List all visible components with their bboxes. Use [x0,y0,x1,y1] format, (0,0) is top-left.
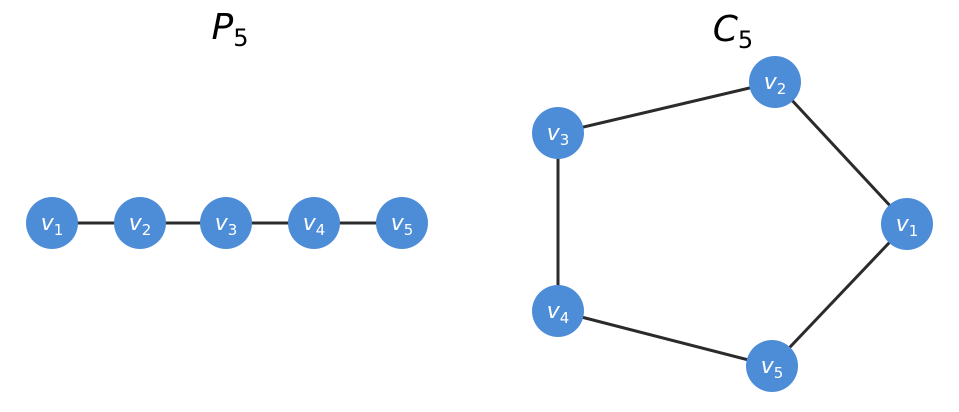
graph-title-base: P [212,7,234,48]
node-circle-v1 [881,198,933,250]
node-v3: v3 [532,107,584,159]
graph-title-C5: C5 [713,9,753,54]
node-v5: v5 [746,340,798,392]
node-label-base: v [129,211,143,236]
graph-title-subscript: 5 [233,24,248,52]
node-v1: v1 [26,197,78,249]
node-label-subscript: 1 [909,222,919,240]
node-label-v1: v1 [41,211,64,239]
node-label-base: v [547,299,561,324]
node-label-v1: v1 [896,212,919,240]
graph-title-base: C [713,9,739,50]
node-circle-v1 [26,197,78,249]
node-label-v4: v4 [303,211,326,239]
edge-v2-v3 [556,80,777,135]
node-label-v2: v2 [764,70,787,98]
node-label-base: v [547,121,561,146]
node-label-base: v [761,354,775,379]
node-circle-v4 [288,197,340,249]
node-v1: v1 [881,198,933,250]
node-circle-v4 [532,285,584,337]
graph-title-subscript: 5 [738,26,753,54]
node-label-base: v [215,211,229,236]
node-label-subscript: 2 [142,221,152,239]
node-circle-v2 [114,197,166,249]
node-v4: v4 [532,285,584,337]
node-label-v5: v5 [761,354,784,382]
node-v3: v3 [200,197,252,249]
node-label-subscript: 5 [404,221,414,239]
edge-v4-v5 [556,309,774,368]
node-label-v4: v4 [547,299,570,327]
node-label-subscript: 3 [228,221,238,239]
node-v2: v2 [749,56,801,108]
node-circle-v5 [376,197,428,249]
node-v5: v5 [376,197,428,249]
node-circle-v2 [749,56,801,108]
node-label-v3: v3 [215,211,238,239]
node-label-v5: v5 [391,211,414,239]
node-label-base: v [896,212,910,237]
node-circle-v5 [746,340,798,392]
node-label-subscript: 5 [774,364,784,382]
node-label-v3: v3 [547,121,570,149]
graph-title-P5: P5 [212,7,249,52]
edge-v1-v2 [773,80,909,226]
node-label-base: v [303,211,317,236]
node-label-base: v [391,211,405,236]
node-label-subscript: 1 [54,221,64,239]
node-v4: v4 [288,197,340,249]
node-label-base: v [41,211,55,236]
node-v2: v2 [114,197,166,249]
node-label-subscript: 4 [316,221,326,239]
node-label-base: v [764,70,778,95]
node-label-subscript: 2 [777,80,787,98]
node-label-subscript: 3 [560,131,570,149]
node-circle-v3 [200,197,252,249]
node-label-v2: v2 [129,211,152,239]
edge-v5-v1 [770,222,909,368]
node-circle-v3 [532,107,584,159]
node-label-subscript: 4 [560,309,570,327]
